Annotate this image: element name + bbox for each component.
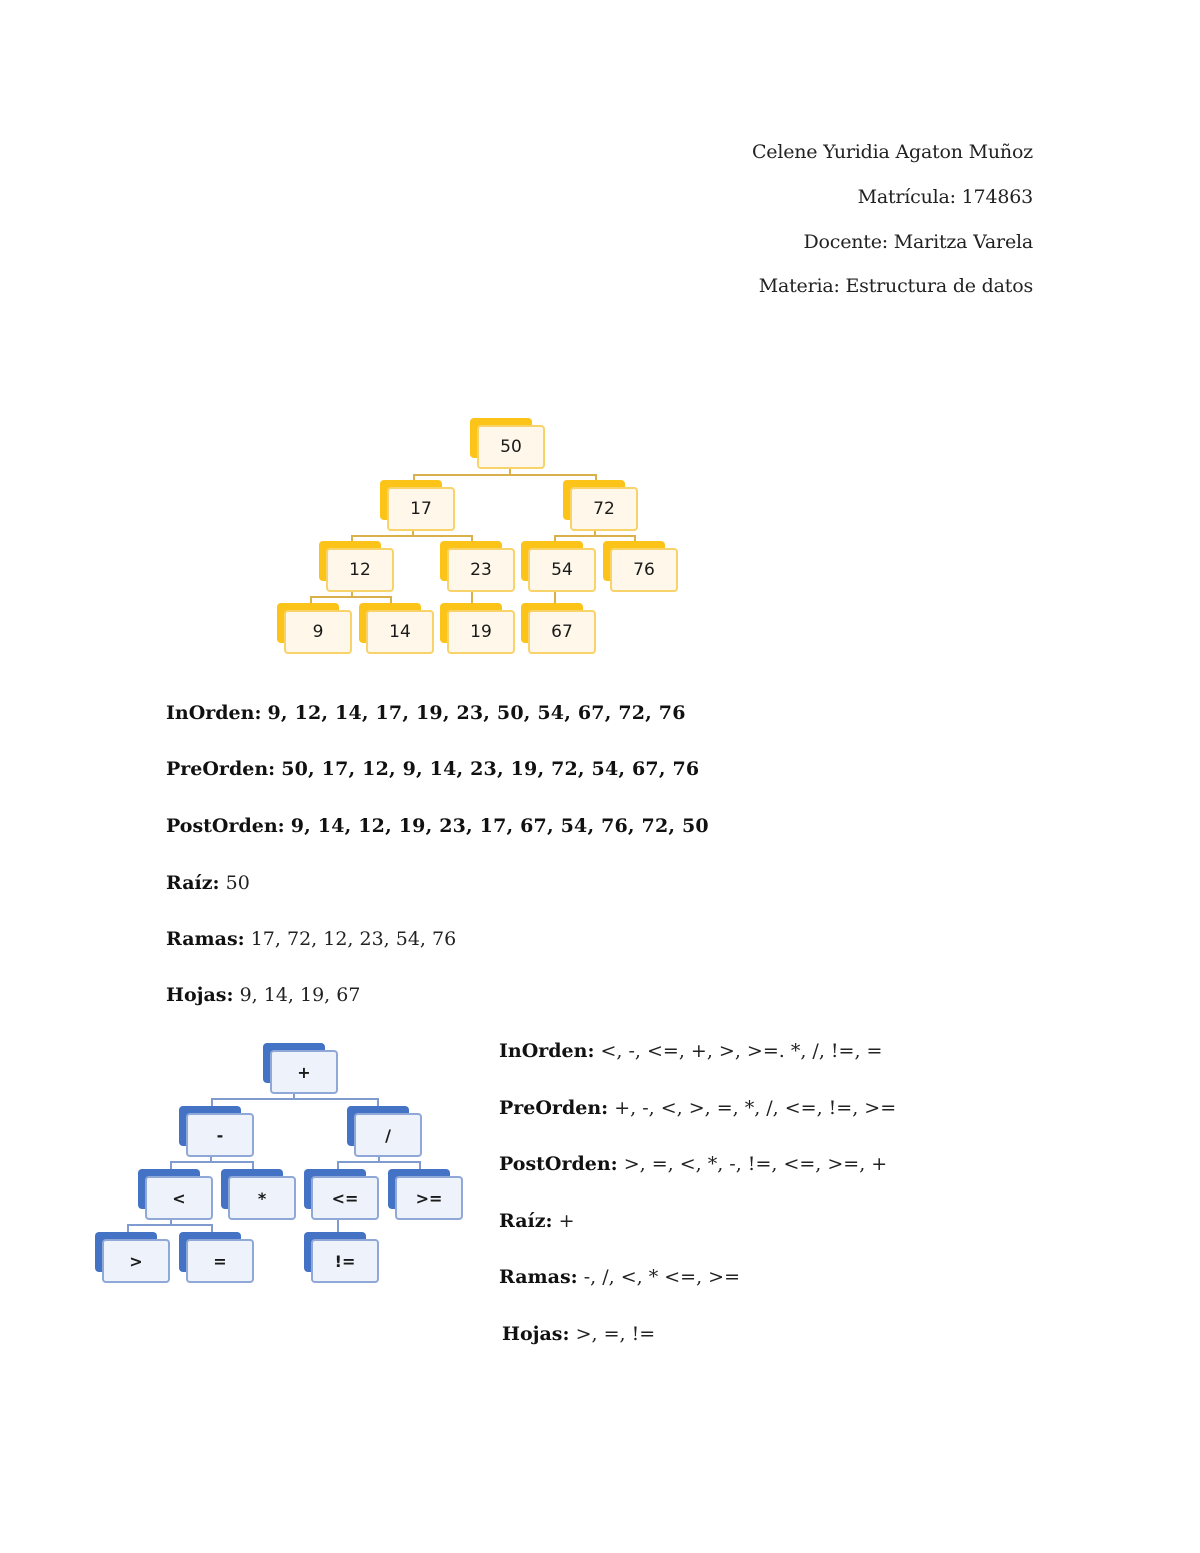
connector xyxy=(211,1224,213,1232)
student-name: Celene Yuridia Agaton Muñoz xyxy=(751,141,1033,163)
connector xyxy=(390,596,392,604)
tree-node-72: 72 xyxy=(563,480,638,531)
connector xyxy=(554,590,556,604)
tree1-postorden: PostOrden: 9, 14, 12, 19, 23, 17, 67, 54… xyxy=(166,815,709,837)
tree2-preorden: PreOrden: +, -, <, >, =, *, /, <=, !=, >… xyxy=(499,1097,896,1119)
connector xyxy=(594,529,596,536)
raiz-label: Raíz: xyxy=(166,872,220,894)
connector xyxy=(419,1161,421,1169)
connector xyxy=(211,1098,379,1100)
connector xyxy=(170,1218,172,1225)
postorden-value: 9, 14, 12, 19, 23, 17, 67, 54, 76, 72, 5… xyxy=(290,815,709,837)
connector xyxy=(337,1161,421,1163)
tree-node-76: 76 xyxy=(603,541,678,592)
hojas-label: Hojas: xyxy=(502,1323,570,1345)
matricula: Matrícula: 174863 xyxy=(857,186,1034,208)
postorden-label: PostOrden: xyxy=(166,815,285,837)
inorden-value: 9, 12, 14, 17, 19, 23, 50, 54, 67, 72, 7… xyxy=(267,702,686,724)
connector xyxy=(252,1161,254,1169)
tree-node-54: 54 xyxy=(521,541,596,592)
tree-node-67: 67 xyxy=(521,603,596,654)
tree-node-plus: + xyxy=(263,1043,338,1094)
tree2-hojas: Hojas: >, =, != xyxy=(502,1323,655,1345)
connector xyxy=(293,1092,295,1099)
tree1-preorden: PreOrden: 50, 17, 12, 9, 14, 23, 19, 72,… xyxy=(166,758,699,780)
tree2-postorden: PostOrden: >, =, <, *, -, !=, <=, >=, + xyxy=(499,1153,887,1175)
hojas-value: 9, 14, 19, 67 xyxy=(239,984,361,1006)
tree1-raiz: Raíz: 50 xyxy=(166,872,250,894)
connector xyxy=(351,535,353,543)
connector xyxy=(351,590,353,597)
preorden-label: PreOrden: xyxy=(166,758,276,780)
docente: Docente: Maritza Varela xyxy=(803,231,1033,253)
connector xyxy=(210,1155,212,1162)
ramas-label: Ramas: xyxy=(166,928,245,950)
connector xyxy=(310,596,312,604)
connector xyxy=(412,529,414,536)
preorden-value: +, -, <, >, =, *, /, <=, !=, >= xyxy=(614,1097,897,1119)
tree1-inorden: InOrden: 9, 12, 14, 17, 19, 23, 50, 54, … xyxy=(166,702,686,724)
connector xyxy=(413,474,415,482)
connector xyxy=(471,535,473,543)
hojas-value: >, =, != xyxy=(575,1323,656,1345)
connector xyxy=(127,1224,129,1232)
connector xyxy=(310,596,392,598)
tree-node-19: 19 xyxy=(440,603,515,654)
raiz-label: Raíz: xyxy=(499,1210,553,1232)
connector xyxy=(351,535,473,537)
connector xyxy=(634,535,636,543)
inorden-value: <, -, <=, +, >, >=. *, /, !=, = xyxy=(600,1040,883,1062)
postorden-value: >, =, <, *, -, !=, <=, >=, + xyxy=(623,1153,888,1175)
connector xyxy=(337,1161,339,1169)
connector xyxy=(413,474,597,476)
tree1-ramas: Ramas: 17, 72, 12, 23, 54, 76 xyxy=(166,928,456,950)
ramas-value: 17, 72, 12, 23, 54, 76 xyxy=(250,928,457,950)
tree-node-14: 14 xyxy=(359,603,434,654)
tree-node-less-than: < xyxy=(138,1169,213,1220)
connector xyxy=(554,535,556,543)
raiz-value: + xyxy=(558,1210,575,1232)
tree1-hojas: Hojas: 9, 14, 19, 67 xyxy=(166,984,360,1006)
tree-node-minus: - xyxy=(179,1106,254,1157)
tree2-ramas: Ramas: -, /, <, * <=, >= xyxy=(499,1266,740,1288)
tree-node-divide: / xyxy=(347,1106,422,1157)
inorden-label: InOrden: xyxy=(499,1040,595,1062)
materia: Materia: Estructura de datos xyxy=(758,275,1033,297)
connector xyxy=(595,474,597,482)
tree2-raiz: Raíz: + xyxy=(499,1210,575,1232)
tree-node-less-equal: <= xyxy=(304,1169,379,1220)
tree-node-greater-equal: >= xyxy=(388,1169,463,1220)
tree2-inorden: InOrden: <, -, <=, +, >, >=. *, /, !=, = xyxy=(499,1040,882,1062)
tree-node-17: 17 xyxy=(380,480,455,531)
tree-node-greater-than: > xyxy=(95,1232,170,1283)
preorden-value: 50, 17, 12, 9, 14, 23, 19, 72, 54, 67, 7… xyxy=(281,758,700,780)
tree-node-12: 12 xyxy=(319,541,394,592)
connector xyxy=(170,1161,254,1163)
connector xyxy=(127,1224,213,1226)
connector xyxy=(211,1098,213,1106)
connector xyxy=(337,1218,339,1232)
ramas-label: Ramas: xyxy=(499,1266,578,1288)
tree-node-50: 50 xyxy=(470,418,545,469)
connector xyxy=(554,535,636,537)
ramas-value: -, /, <, * <=, >= xyxy=(583,1266,740,1288)
connector xyxy=(509,467,511,475)
tree-node-not-equal: != xyxy=(304,1232,379,1283)
raiz-value: 50 xyxy=(225,872,250,894)
tree-node-23: 23 xyxy=(440,541,515,592)
tree-node-equal: = xyxy=(179,1232,254,1283)
connector xyxy=(378,1155,380,1162)
connector xyxy=(377,1098,379,1106)
hojas-label: Hojas: xyxy=(166,984,234,1006)
postorden-label: PostOrden: xyxy=(499,1153,618,1175)
connector xyxy=(170,1161,172,1169)
preorden-label: PreOrden: xyxy=(499,1097,609,1119)
connector xyxy=(471,590,473,604)
tree-node-9: 9 xyxy=(277,603,352,654)
inorden-label: InOrden: xyxy=(166,702,262,724)
tree-node-multiply: * xyxy=(221,1169,296,1220)
